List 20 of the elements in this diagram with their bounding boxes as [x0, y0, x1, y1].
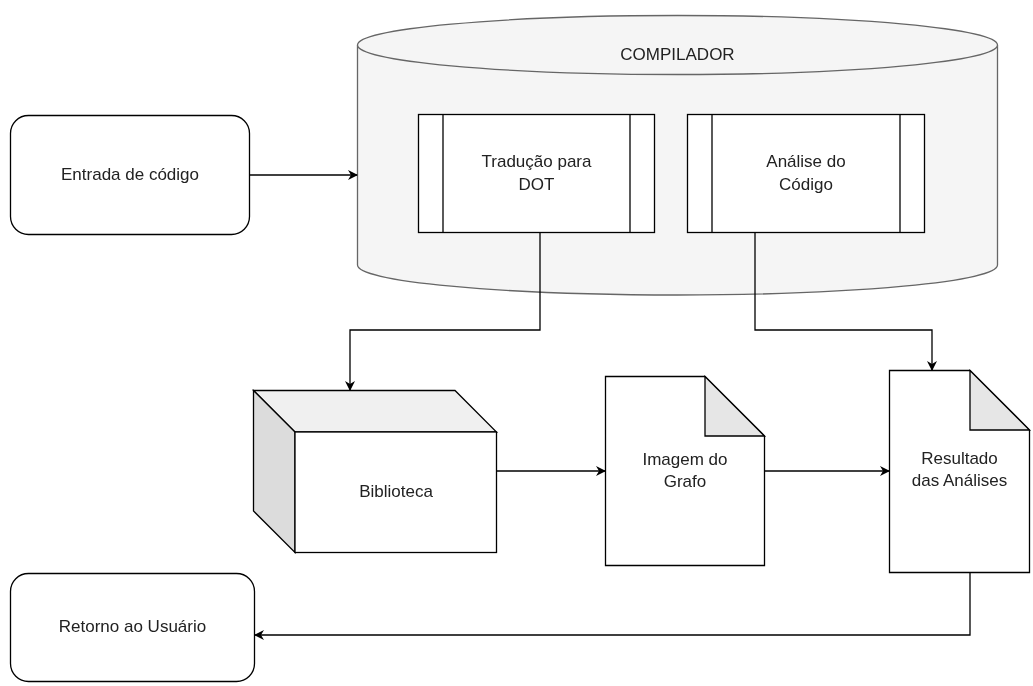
arrow — [764, 466, 890, 476]
arrow — [345, 232, 541, 391]
arrow — [754, 232, 937, 371]
subprocess-box — [418, 114, 655, 233]
node-label: Retorno ao Usuário — [58, 616, 207, 639]
node-label: Entrada de código — [61, 163, 199, 186]
arrow — [254, 572, 971, 640]
arrow — [249, 170, 358, 180]
node-label: COMPILADOR — [620, 43, 735, 66]
node-label: Imagem do Grafo — [641, 448, 729, 493]
document-shape — [605, 376, 765, 566]
node-label: Análise do Código — [765, 151, 847, 196]
process-box — [10, 573, 255, 682]
node-label: Tradução para DOT — [480, 151, 593, 196]
document-shape — [889, 370, 1030, 573]
node-label: Resultado das Análises — [910, 447, 1009, 492]
compiler-cylinder — [357, 15, 998, 295]
arrow — [496, 466, 606, 476]
process-box — [10, 115, 250, 235]
subprocess-box — [687, 114, 925, 233]
